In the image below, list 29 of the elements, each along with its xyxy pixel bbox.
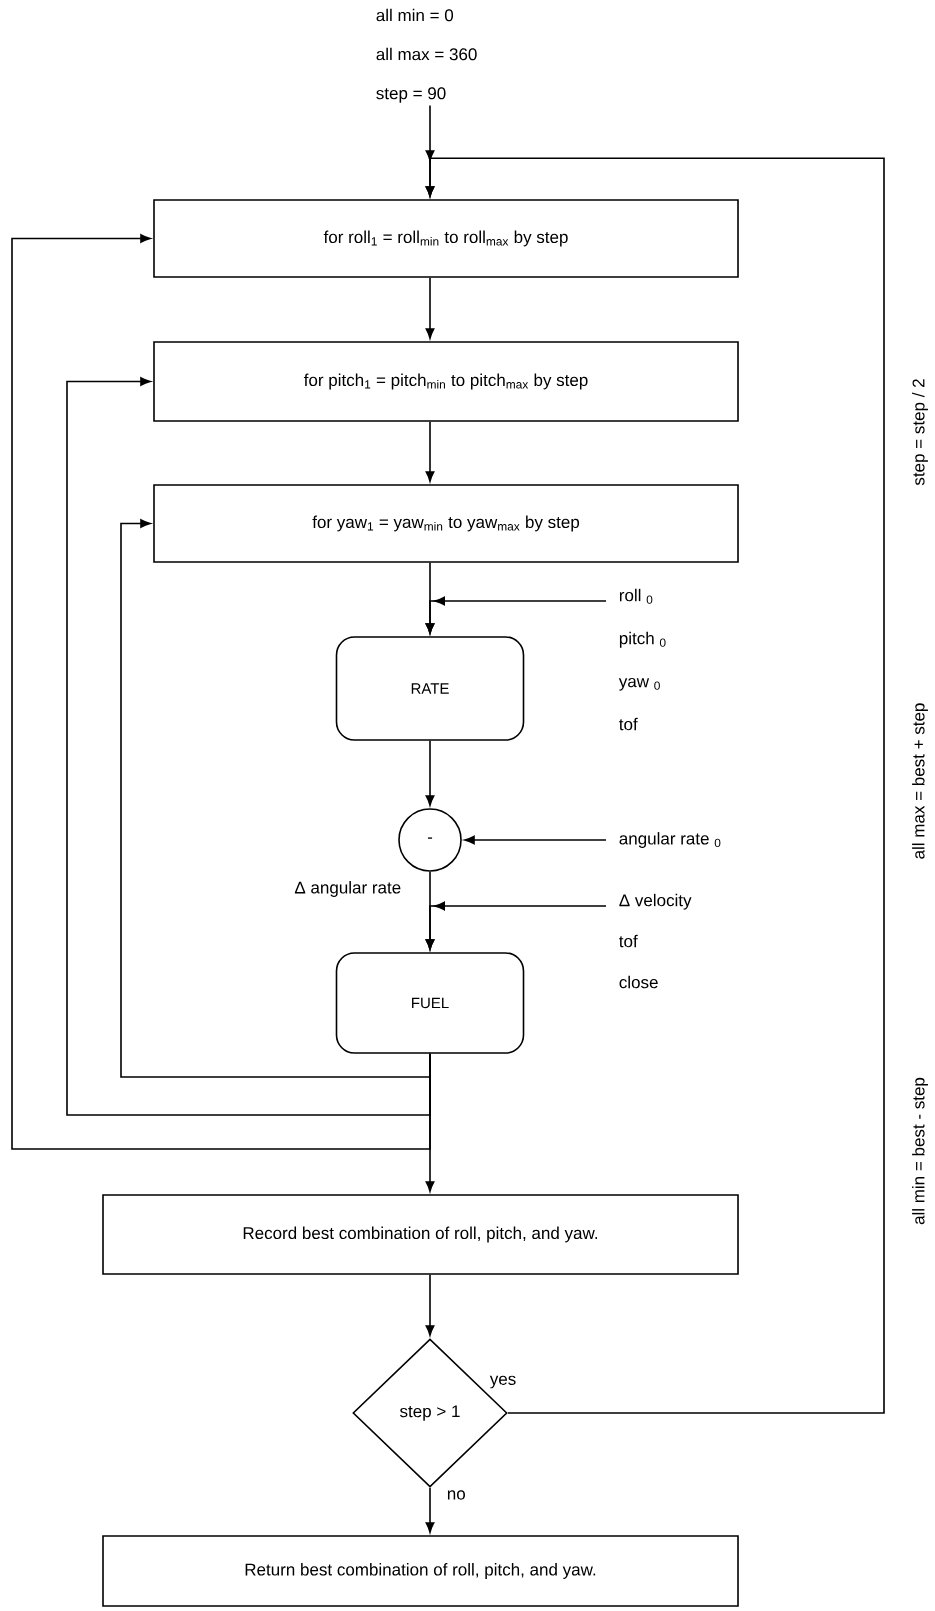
rotated-label: all max = best + step (912, 703, 928, 859)
arrow (120, 519, 431, 1078)
arrow (11, 234, 431, 1150)
input-text: Δ velocity tof close (619, 893, 692, 989)
rotated-label: step = step / 2 (912, 379, 928, 486)
rotated-label: all min = best - step (912, 1077, 928, 1225)
arrow (425, 740, 435, 806)
input-text: angular rate $_{0}$ (619, 832, 721, 848)
arrow (425, 1487, 435, 1533)
input-text: roll $_{0}$ pitch $_{0}$ yaw $_{0}$ tof (618, 588, 666, 731)
arrow (66, 377, 431, 1116)
arrow (425, 901, 607, 950)
process-box: for pitch$_{1}$ = pitch$_{min}$ to pitch$_{max}$ by step (153, 341, 739, 422)
arrow (464, 835, 607, 845)
edge-label: Δ angular rate (293, 880, 403, 898)
edge-label: no (445, 1489, 467, 1501)
arrow (425, 1274, 435, 1336)
rounded-box: FUEL (335, 952, 525, 1054)
process-box: Record best combination of roll, pitch, and yaw. (102, 1194, 739, 1275)
process-box: Return best combination of roll, pitch, and yaw. (102, 1535, 739, 1607)
arrow (425, 421, 435, 482)
arrow (425, 1053, 435, 1192)
rounded-box: RATE (335, 636, 525, 741)
process-box: for roll$_{1}$ = roll$_{min}$ to roll$_{max}$ by step (153, 199, 739, 278)
input-text: all min = 0 all max = 360 step = 90 (376, 8, 477, 103)
arrow (425, 596, 607, 634)
process-box: for yaw$_{1}$ = yaw$_{min}$ to yaw$_{max}$ by step (153, 484, 739, 563)
arrow (425, 150, 885, 1414)
arrow (425, 277, 435, 339)
